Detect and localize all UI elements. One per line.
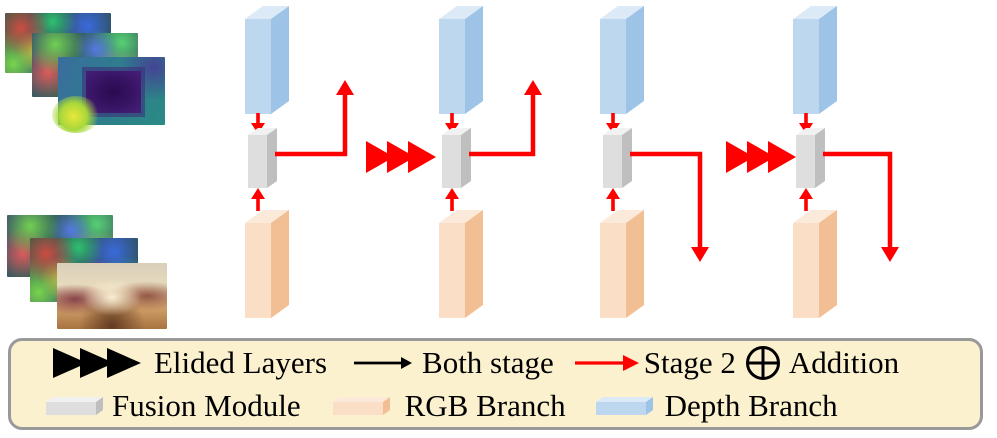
fusion-module-swatch [46, 396, 103, 415]
elided-layers-arrows [366, 141, 436, 173]
rgb-to-fusion-arrow [443, 188, 461, 211]
architecture-diagram [245, 6, 902, 318]
legend-label-addition: Addition [788, 345, 900, 380]
stage2-output-arrow [630, 150, 712, 262]
depth-branch-swatch [595, 396, 653, 415]
stage2-arrow-icon [574, 353, 639, 373]
legend-label-elided-layers: Elided Layers [154, 345, 328, 380]
legend-row-1: Elided Layers Both stage Stage 2 Additio… [11, 341, 980, 384]
fusion-module-box [442, 128, 471, 188]
depth-branch-box [600, 6, 644, 114]
depth-map-image [51, 57, 165, 134]
stage2-output-arrow [469, 80, 545, 158]
legend-row-2: Fusion Module RGB Branch Depth Branch [11, 384, 980, 427]
fusion-module-box [248, 128, 277, 188]
depth-map-near-region [51, 95, 100, 134]
rgb-branch-box [793, 210, 837, 318]
legend: Elided Layers Both stage Stage 2 Additio… [8, 338, 983, 430]
rgb-branch-box [439, 210, 483, 318]
legend-label-stage2: Stage 2 [643, 345, 736, 380]
stage2-output-arrow [823, 150, 902, 262]
fusion-module-box [603, 128, 632, 188]
legend-label-both-stage: Both stage [422, 345, 554, 380]
fusion-module-box [796, 128, 825, 188]
rgb-branch-box [245, 210, 289, 318]
depth-input-stack [5, 13, 170, 134]
depth-branch-box [793, 6, 837, 114]
depth-branch-box [245, 6, 289, 114]
depth-branch-box [439, 6, 483, 114]
addition-icon [744, 344, 782, 382]
rgb-to-fusion-arrow [604, 188, 622, 211]
rgb-to-fusion-arrow [249, 188, 267, 211]
both-stage-arrow-icon [354, 353, 413, 373]
rgb-room-photo [57, 263, 167, 329]
elided-layers-arrows [726, 141, 796, 173]
elided-layers-icon [53, 347, 141, 378]
rgb-branch-box [600, 210, 644, 318]
rgb-input-stack [7, 215, 172, 333]
legend-label-depth-branch: Depth Branch [664, 388, 838, 423]
stage2-output-arrow [275, 80, 357, 158]
legend-label-fusion-module: Fusion Module [112, 388, 301, 423]
rgb-to-fusion-arrow [797, 188, 815, 211]
legend-label-rgb-branch: RGB Branch [404, 388, 566, 423]
rgb-branch-swatch [332, 396, 390, 415]
